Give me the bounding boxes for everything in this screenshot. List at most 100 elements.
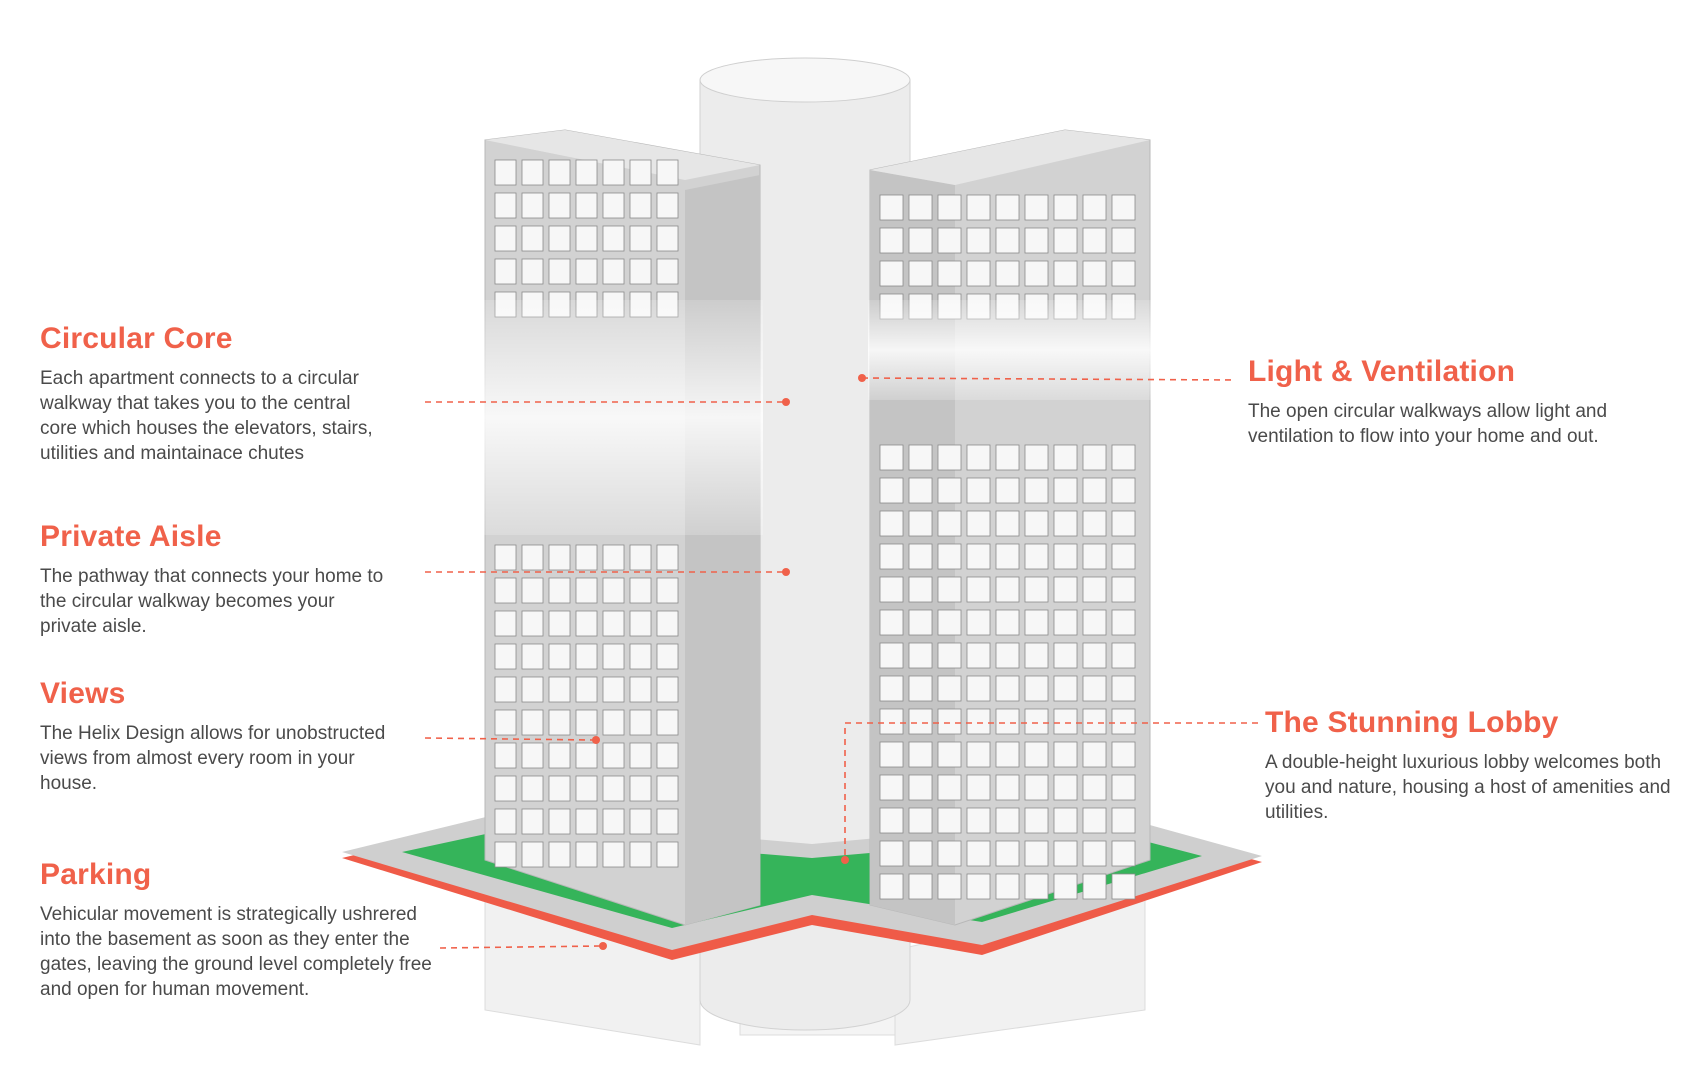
window-pane — [995, 708, 1020, 735]
window-pane — [908, 510, 933, 537]
window-pane — [937, 260, 962, 287]
window-pane — [937, 576, 962, 603]
window-pane — [908, 194, 933, 221]
window-pane — [602, 544, 625, 571]
callout-body: The pathway that connects your home to t… — [40, 566, 384, 637]
window-pane — [1053, 477, 1078, 504]
callout-parking: Parking Vehicular movement is strategica… — [40, 858, 440, 1002]
window-pane — [995, 807, 1020, 834]
window-pane — [602, 258, 625, 285]
callout-title: Views — [40, 677, 126, 710]
window-pane — [629, 808, 652, 835]
window-pane — [602, 709, 625, 736]
window-pane — [521, 709, 544, 736]
window-pane — [1024, 774, 1049, 801]
window-pane — [1082, 840, 1107, 867]
window-pane — [1111, 576, 1136, 603]
window-pane — [521, 159, 544, 186]
window-pane — [548, 676, 571, 703]
window-pane — [879, 510, 904, 537]
window-pane — [879, 807, 904, 834]
window-pane — [548, 258, 571, 285]
window-pane — [1024, 807, 1049, 834]
window-pane — [937, 543, 962, 570]
window-pane — [1053, 741, 1078, 768]
callout-circular-core: Circular Core Each apartment connects to… — [40, 322, 390, 466]
window-pane — [575, 841, 598, 868]
window-pane — [1053, 543, 1078, 570]
window-pane — [995, 194, 1020, 221]
window-pane — [1024, 444, 1049, 471]
window-pane — [1053, 576, 1078, 603]
window-pane — [966, 609, 991, 636]
window-pane — [937, 510, 962, 537]
window-pane — [966, 260, 991, 287]
window-pane — [629, 225, 652, 252]
window-pane — [966, 741, 991, 768]
window-pane — [548, 225, 571, 252]
window-pane — [937, 477, 962, 504]
window-pane — [494, 808, 517, 835]
window-pane — [575, 643, 598, 670]
window-pane — [1053, 444, 1078, 471]
window-pane — [494, 544, 517, 571]
window-pane — [1111, 194, 1136, 221]
window-pane — [575, 775, 598, 802]
window-pane — [1082, 260, 1107, 287]
window-pane — [629, 742, 652, 769]
parking-dot — [599, 942, 607, 950]
window-pane — [908, 873, 933, 900]
window-pane — [521, 808, 544, 835]
leader-lines — [424, 377, 1258, 949]
window-pane — [575, 610, 598, 637]
window-pane — [1111, 609, 1136, 636]
window-pane — [995, 444, 1020, 471]
window-pane — [521, 742, 544, 769]
window-pane — [1024, 227, 1049, 254]
window-pane — [521, 676, 544, 703]
window-pane — [995, 227, 1020, 254]
window-pane — [521, 841, 544, 868]
window-pane — [1024, 477, 1049, 504]
window-pane — [995, 774, 1020, 801]
window-pane — [1024, 510, 1049, 537]
callout-title: The Stunning Lobby — [1265, 706, 1559, 739]
window-pane — [602, 775, 625, 802]
window-pane — [1053, 609, 1078, 636]
window-pane — [656, 577, 679, 604]
window-pane — [521, 192, 544, 219]
window-pane — [995, 609, 1020, 636]
window-pane — [966, 194, 991, 221]
window-pane — [575, 709, 598, 736]
window-pane — [1053, 227, 1078, 254]
window-pane — [1053, 675, 1078, 702]
window-pane — [1024, 873, 1049, 900]
window-pane — [1053, 510, 1078, 537]
window-pane — [1053, 260, 1078, 287]
window-pane — [1082, 807, 1107, 834]
window-pane — [521, 225, 544, 252]
window-pane — [521, 775, 544, 802]
window-pane — [629, 192, 652, 219]
window-pane — [879, 873, 904, 900]
window-pane — [1082, 576, 1107, 603]
window-pane — [995, 576, 1020, 603]
window-pane — [879, 444, 904, 471]
window-pane — [966, 227, 991, 254]
lobby-dot — [841, 856, 849, 864]
window-pane — [966, 642, 991, 669]
window-pane — [908, 840, 933, 867]
window-pane — [656, 258, 679, 285]
window-pane — [629, 643, 652, 670]
window-pane — [937, 444, 962, 471]
right-tower — [868, 129, 1153, 926]
window-pane — [1024, 675, 1049, 702]
window-pane — [1082, 675, 1107, 702]
window-pane — [521, 544, 544, 571]
window-pane — [966, 675, 991, 702]
callout-title: Light & Ventilation — [1248, 355, 1516, 388]
window-pane — [629, 159, 652, 186]
window-pane — [966, 774, 991, 801]
callout-body: The open circular walkways allow light a… — [1248, 401, 1608, 447]
